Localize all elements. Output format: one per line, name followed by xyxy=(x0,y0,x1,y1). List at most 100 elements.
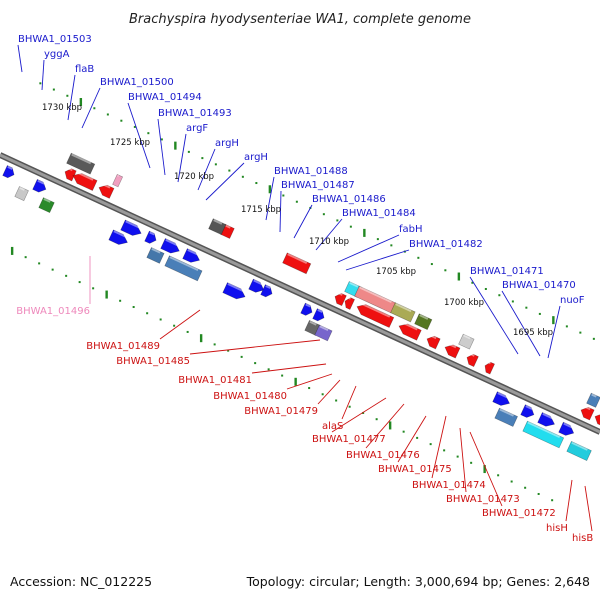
gene-feature[interactable] xyxy=(300,302,315,317)
gene-feature[interactable] xyxy=(282,252,312,275)
gene-feature[interactable] xyxy=(208,218,227,235)
gene-feature[interactable] xyxy=(144,230,159,245)
forward-gene-label[interactable]: BHWA1_01482 xyxy=(409,239,483,250)
gene-feature[interactable] xyxy=(2,165,17,180)
reverse-gene-label[interactable]: BHWA1_01475 xyxy=(378,464,452,475)
scale-tick-upper xyxy=(294,377,297,386)
gene-feature[interactable] xyxy=(164,255,203,282)
gene-feature[interactable] xyxy=(248,278,266,295)
forward-gene-label[interactable]: BHWA1_01500 xyxy=(100,77,174,88)
forward-gene-label[interactable]: argH xyxy=(244,152,268,163)
reverse-gene-label[interactable]: BHWA1_01480 xyxy=(213,391,287,402)
gene-feature[interactable] xyxy=(443,342,461,359)
gene-feature[interactable] xyxy=(108,229,130,248)
forward-gene-label[interactable]: BHWA1_01470 xyxy=(502,280,576,291)
scale-tick-upper xyxy=(470,461,473,464)
forward-gene-label[interactable]: BHWA1_01494 xyxy=(128,92,202,103)
gene-feature[interactable] xyxy=(343,296,355,310)
reverse-gene-label[interactable]: BHWA1_01473 xyxy=(446,494,520,505)
reverse-gene-label[interactable]: hisH xyxy=(546,523,568,534)
leader-line xyxy=(197,148,216,191)
gene-feature[interactable] xyxy=(483,361,495,375)
gene-feature[interactable] xyxy=(38,197,55,214)
scale-tick-lower xyxy=(538,312,541,315)
scale-tick-upper xyxy=(159,318,162,321)
leader-line xyxy=(189,339,321,355)
reverse-gene-label[interactable]: alaS xyxy=(322,421,343,432)
scale-tick-lower xyxy=(160,138,163,141)
gene-feature[interactable] xyxy=(32,179,49,194)
gene-feature[interactable] xyxy=(558,421,576,438)
gene-feature[interactable] xyxy=(112,174,124,188)
forward-gene-label[interactable]: yggA xyxy=(44,49,70,60)
forward-gene-label[interactable]: BHWA1_01471 xyxy=(470,266,544,277)
gene-feature[interactable] xyxy=(537,412,557,430)
forward-gene-label[interactable]: fabH xyxy=(399,224,423,235)
forward-gene-label[interactable]: argF xyxy=(186,123,208,134)
reverse-gene-label[interactable]: BHWA1_01485 xyxy=(116,356,190,367)
reverse-gene-label[interactable]: BHWA1_01496 xyxy=(16,306,90,317)
forward-gene-label[interactable]: argH xyxy=(215,138,239,149)
gene-feature[interactable] xyxy=(465,352,479,367)
reverse-gene-label[interactable]: BHWA1_01476 xyxy=(346,450,420,461)
scale-tick-lower xyxy=(106,113,109,116)
scale-tick-upper xyxy=(78,281,81,284)
forward-gene-label[interactable]: BHWA1_01488 xyxy=(274,166,348,177)
gene-feature[interactable] xyxy=(494,407,518,427)
gene-feature[interactable] xyxy=(425,334,441,350)
reverse-gene-label[interactable]: hisB xyxy=(572,533,593,544)
gene-feature[interactable] xyxy=(586,392,600,408)
gene-feature[interactable] xyxy=(222,282,248,302)
gene-feature[interactable] xyxy=(566,441,592,462)
forward-gene-label[interactable]: BHWA1_01493 xyxy=(158,108,232,119)
gene-feature[interactable] xyxy=(63,167,77,182)
scale-tick-upper xyxy=(416,436,419,439)
gene-feature[interactable] xyxy=(66,152,96,175)
gene-feature[interactable] xyxy=(14,186,29,202)
gene-feature[interactable] xyxy=(71,170,98,191)
leader-line xyxy=(469,431,503,507)
gene-feature[interactable] xyxy=(355,302,395,328)
gene-feature[interactable] xyxy=(120,219,144,238)
forward-gene-label[interactable]: BHWA1_01486 xyxy=(312,194,386,205)
gene-feature[interactable] xyxy=(522,420,565,449)
reverse-gene-label[interactable]: BHWA1_01472 xyxy=(482,508,556,519)
scale-tick-lower xyxy=(417,256,420,259)
reverse-gene-label[interactable]: BHWA1_01479 xyxy=(244,406,318,417)
gene-feature[interactable] xyxy=(397,321,422,341)
gene-feature[interactable] xyxy=(260,284,275,299)
scale-tick-upper xyxy=(146,312,149,315)
gene-feature[interactable] xyxy=(146,247,165,264)
scale-tick-upper xyxy=(308,387,311,390)
scale-tick-lower xyxy=(498,294,501,297)
gene-feature[interactable] xyxy=(593,411,600,427)
gene-feature[interactable] xyxy=(160,238,182,257)
gene-feature[interactable] xyxy=(414,313,433,331)
gene-feature[interactable] xyxy=(520,404,537,420)
gene-feature[interactable] xyxy=(314,324,333,342)
forward-gene-label[interactable]: BHWA1_01484 xyxy=(342,208,416,219)
forward-gene-label[interactable]: BHWA1_01503 xyxy=(18,34,92,45)
reverse-gene-label[interactable]: BHWA1_01477 xyxy=(312,434,386,445)
scale-tick-lower xyxy=(295,200,298,203)
gene-feature[interactable] xyxy=(458,333,475,350)
reverse-gene-label[interactable]: BHWA1_01489 xyxy=(86,341,160,352)
forward-gene-label[interactable]: flaB xyxy=(75,64,94,75)
gene-feature[interactable] xyxy=(333,291,347,307)
gene-feature[interactable] xyxy=(182,248,202,266)
gene-feature[interactable] xyxy=(97,182,115,199)
reverse-gene-label[interactable]: BHWA1_01481 xyxy=(178,375,252,386)
scale-tick-lower xyxy=(39,82,42,85)
scale-label: 1720 kbp xyxy=(174,172,214,182)
forward-gene-label[interactable]: BHWA1_01487 xyxy=(281,180,355,191)
gene-feature[interactable] xyxy=(579,405,595,421)
gene-feature[interactable] xyxy=(492,391,512,409)
leader-line xyxy=(81,87,101,129)
reverse-gene-label[interactable]: BHWA1_01474 xyxy=(412,480,486,491)
forward-gene-label[interactable]: nuoF xyxy=(560,295,585,306)
gene-feature[interactable] xyxy=(354,285,396,314)
scale-tick-lower xyxy=(565,325,568,328)
gene-feature[interactable] xyxy=(390,302,416,323)
gene-feature[interactable] xyxy=(312,308,327,323)
